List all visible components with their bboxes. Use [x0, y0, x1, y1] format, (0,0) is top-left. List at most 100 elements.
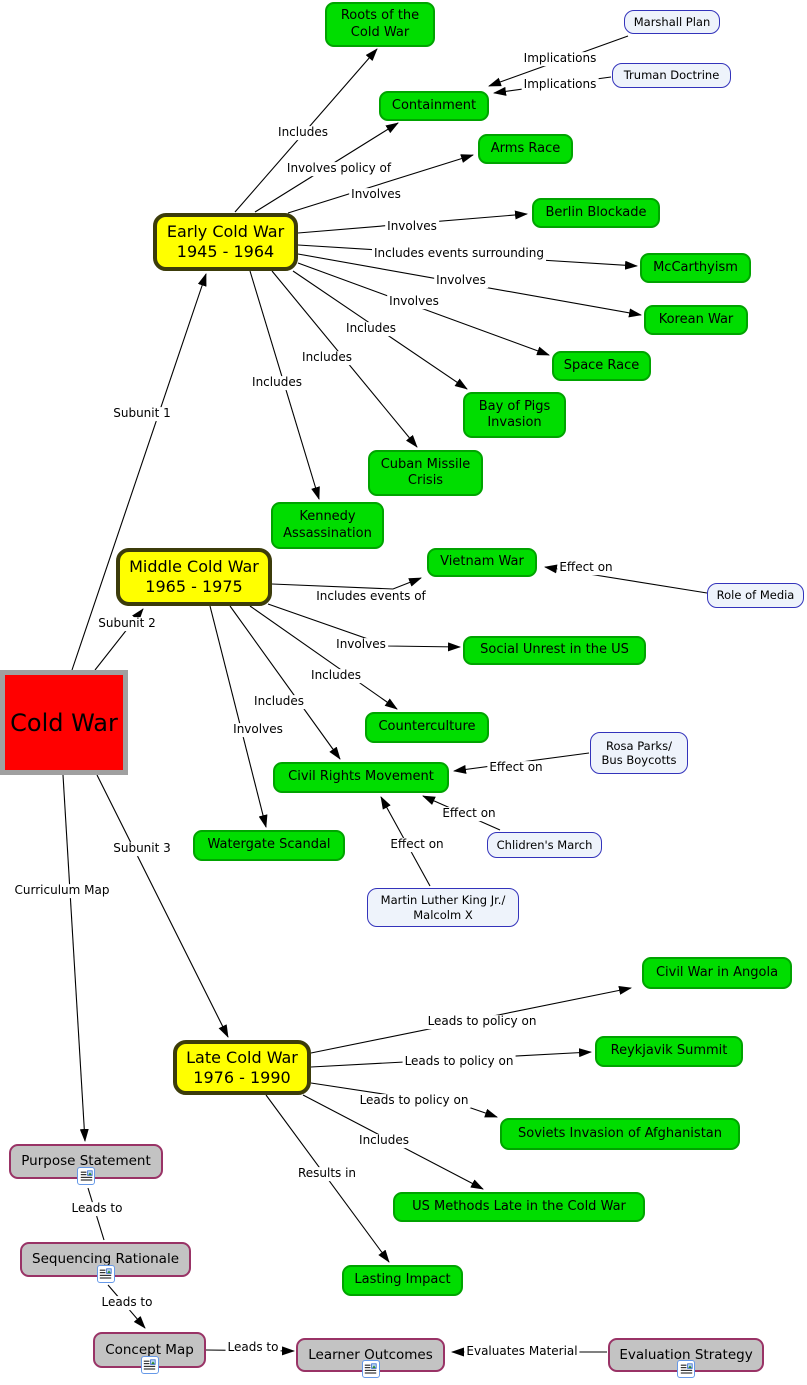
node-lasting-impact[interactable]: Lasting Impact — [342, 1265, 463, 1296]
edge-label-late-reykjavik[interactable]: Leads to policy on — [402, 1054, 516, 1069]
edge-label-early-bay-of-pigs[interactable]: Includes — [344, 321, 398, 336]
node-us-methods[interactable]: US Methods Late in the Cold War — [393, 1192, 645, 1222]
node-mlk-malcolm-x[interactable]: Martin Luther King Jr./ Malcolm X — [367, 888, 519, 927]
edge-label-childrens-civil-rights[interactable]: Effect on — [440, 806, 498, 821]
node-civil-war-angola[interactable]: Civil War in Angola — [642, 957, 792, 989]
node-label-middle-cold-war: Middle Cold War 1965 - 1975 — [129, 557, 259, 596]
node-civil-rights-movement[interactable]: Civil Rights Movement — [273, 762, 449, 793]
node-cuban-missile-crisis[interactable]: Cuban Missile Crisis — [368, 450, 483, 496]
node-truman-doctrine[interactable]: Truman Doctrine — [612, 63, 731, 88]
node-label-learner-outcomes: Learner Outcomes — [308, 1346, 433, 1363]
node-label-rosa-parks: Rosa Parks/ Bus Boycotts — [601, 738, 677, 767]
node-social-unrest[interactable]: Social Unrest in the US — [463, 636, 646, 665]
node-reykjavik-summit[interactable]: Reykjavik Summit — [595, 1036, 743, 1067]
node-purpose-statement[interactable]: Purpose Statement — [9, 1144, 163, 1185]
edge-label-media-vietnam[interactable]: Effect on — [557, 560, 615, 575]
node-kennedy-assassination[interactable]: Kennedy Assassination — [271, 502, 384, 549]
node-label-us-methods: US Methods Late in the Cold War — [412, 1198, 626, 1214]
edge-label-early-mccarthyism[interactable]: Includes events surrounding — [372, 246, 546, 261]
node-counterculture[interactable]: Counterculture — [365, 712, 489, 743]
node-label-berlin-blockade: Berlin Blockade — [545, 204, 647, 220]
edge-label-coldwar-late[interactable]: Subunit 3 — [111, 841, 173, 856]
node-role-of-media[interactable]: Role of Media — [707, 583, 804, 608]
edge-line-middle-social-unrest — [267, 603, 461, 652]
node-berlin-blockade[interactable]: Berlin Blockade — [532, 198, 660, 228]
edge-label-sequencing-conceptmap[interactable]: Leads to — [99, 1295, 155, 1310]
node-label-reykjavik-summit: Reykjavik Summit — [610, 1043, 728, 1059]
node-mccarthyism[interactable]: McCarthyism — [640, 253, 751, 283]
node-learner-outcomes[interactable]: Learner Outcomes — [296, 1338, 445, 1378]
edge-label-late-afghanistan[interactable]: Leads to policy on — [357, 1093, 471, 1108]
edge-label-middle-social-unrest[interactable]: Involves — [334, 637, 388, 652]
node-roots[interactable]: Roots of the Cold War — [325, 2, 435, 47]
edge-label-late-angola[interactable]: Leads to policy on — [425, 1014, 539, 1029]
node-concept-map[interactable]: Concept Map — [93, 1332, 206, 1374]
node-late-cold-war[interactable]: Late Cold War 1976 - 1990 — [173, 1040, 311, 1095]
node-early-cold-war[interactable]: Early Cold War 1945 - 1964 — [153, 213, 298, 271]
node-label-containment: Containment — [391, 97, 477, 113]
node-label-concept-map: Concept Map — [105, 1341, 194, 1358]
edge-label-middle-civil-rights[interactable]: Includes — [252, 694, 306, 709]
node-arms-race[interactable]: Arms Race — [478, 134, 573, 164]
edge-label-middle-watergate[interactable]: Involves — [231, 722, 285, 737]
resource-icon[interactable] — [361, 1360, 380, 1378]
edge-label-early-containment[interactable]: Involves policy of — [284, 161, 394, 176]
node-marshall-plan[interactable]: Marshall Plan — [624, 10, 720, 34]
edge-label-coldwar-purpose[interactable]: Curriculum Map — [12, 883, 112, 898]
edge-label-rosa-civil-rights[interactable]: Effect on — [487, 760, 545, 775]
resource-icon[interactable] — [677, 1360, 695, 1378]
edge-label-truman-containment[interactable]: Implications — [521, 77, 599, 92]
edge-label-conceptmap-learner[interactable]: Leads to — [225, 1340, 281, 1355]
node-vietnam-war[interactable]: Vietnam War — [427, 548, 537, 577]
edge-label-mlk-civil-rights[interactable]: Effect on — [388, 837, 446, 852]
node-bay-of-pigs[interactable]: Bay of Pigs Invasion — [463, 392, 566, 438]
node-label-arms-race: Arms Race — [490, 140, 561, 156]
node-label-civil-rights-movement: Civil Rights Movement — [288, 769, 434, 785]
node-middle-cold-war[interactable]: Middle Cold War 1965 - 1975 — [116, 548, 272, 606]
node-rosa-parks[interactable]: Rosa Parks/ Bus Boycotts — [590, 732, 688, 774]
node-label-soviets-afghanistan: Soviets Invasion of Afghanistan — [517, 1125, 722, 1141]
node-childrens-march[interactable]: Chlidren's March — [487, 832, 602, 858]
edge-label-early-arms-race[interactable]: Involves — [349, 187, 403, 202]
edge-line-middle-watergate — [209, 605, 268, 828]
node-evaluation-strategy[interactable]: Evaluation Strategy — [608, 1338, 764, 1378]
node-cold-war[interactable]: Cold War — [0, 670, 128, 775]
edge-label-middle-counterculture[interactable]: Includes — [309, 668, 363, 683]
edge-label-early-cuban[interactable]: Includes — [300, 350, 354, 365]
edge-label-middle-vietnam[interactable]: Includes events of — [314, 589, 428, 604]
node-label-role-of-media: Role of Media — [716, 588, 795, 603]
node-sequencing-rationale[interactable]: Sequencing Rationale — [20, 1242, 191, 1283]
edge-line-coldwar-purpose — [62, 774, 89, 1142]
node-space-race[interactable]: Space Race — [552, 351, 651, 381]
edge-label-marshall-containment[interactable]: Implications — [521, 51, 599, 66]
edge-label-early-korean[interactable]: Involves — [434, 273, 488, 288]
node-label-mlk-malcolm-x: Martin Luther King Jr./ Malcolm X — [380, 893, 506, 922]
edge-label-early-kennedy[interactable]: Includes — [250, 375, 304, 390]
node-label-bay-of-pigs: Bay of Pigs Invasion — [478, 398, 551, 430]
node-label-mccarthyism: McCarthyism — [653, 259, 738, 275]
edge-label-early-roots[interactable]: Includes — [276, 125, 330, 140]
node-label-sequencing-rationale: Sequencing Rationale — [32, 1251, 179, 1268]
node-soviets-afghanistan[interactable]: Soviets Invasion of Afghanistan — [500, 1118, 740, 1150]
edge-label-coldwar-early[interactable]: Subunit 1 — [111, 406, 173, 421]
edge-label-purpose-sequencing[interactable]: Leads to — [69, 1201, 125, 1216]
resource-icon[interactable] — [96, 1265, 115, 1283]
node-label-civil-war-angola: Civil War in Angola — [655, 964, 779, 980]
resource-icon[interactable] — [140, 1356, 159, 1374]
node-label-lasting-impact: Lasting Impact — [354, 1272, 451, 1288]
resource-icon[interactable] — [77, 1167, 95, 1185]
node-label-kennedy-assassination: Kennedy Assassination — [283, 509, 372, 541]
edge-label-coldwar-middle[interactable]: Subunit 2 — [96, 616, 158, 631]
node-label-roots: Roots of the Cold War — [340, 8, 420, 40]
node-label-counterculture: Counterculture — [378, 719, 476, 735]
edge-label-early-space-race[interactable]: Involves — [387, 294, 441, 309]
edge-label-late-us-methods[interactable]: Includes — [357, 1133, 411, 1148]
node-containment[interactable]: Containment — [379, 91, 489, 121]
edge-label-late-lasting[interactable]: Results in — [295, 1166, 359, 1181]
edge-label-evaluation-learner[interactable]: Evaluates Material — [464, 1344, 580, 1359]
edge-line-middle-counterculture — [249, 605, 398, 710]
node-korean-war[interactable]: Korean War — [644, 305, 748, 335]
node-watergate-scandal[interactable]: Watergate Scandal — [193, 830, 345, 861]
edge-label-early-berlin[interactable]: Involves — [385, 219, 439, 234]
